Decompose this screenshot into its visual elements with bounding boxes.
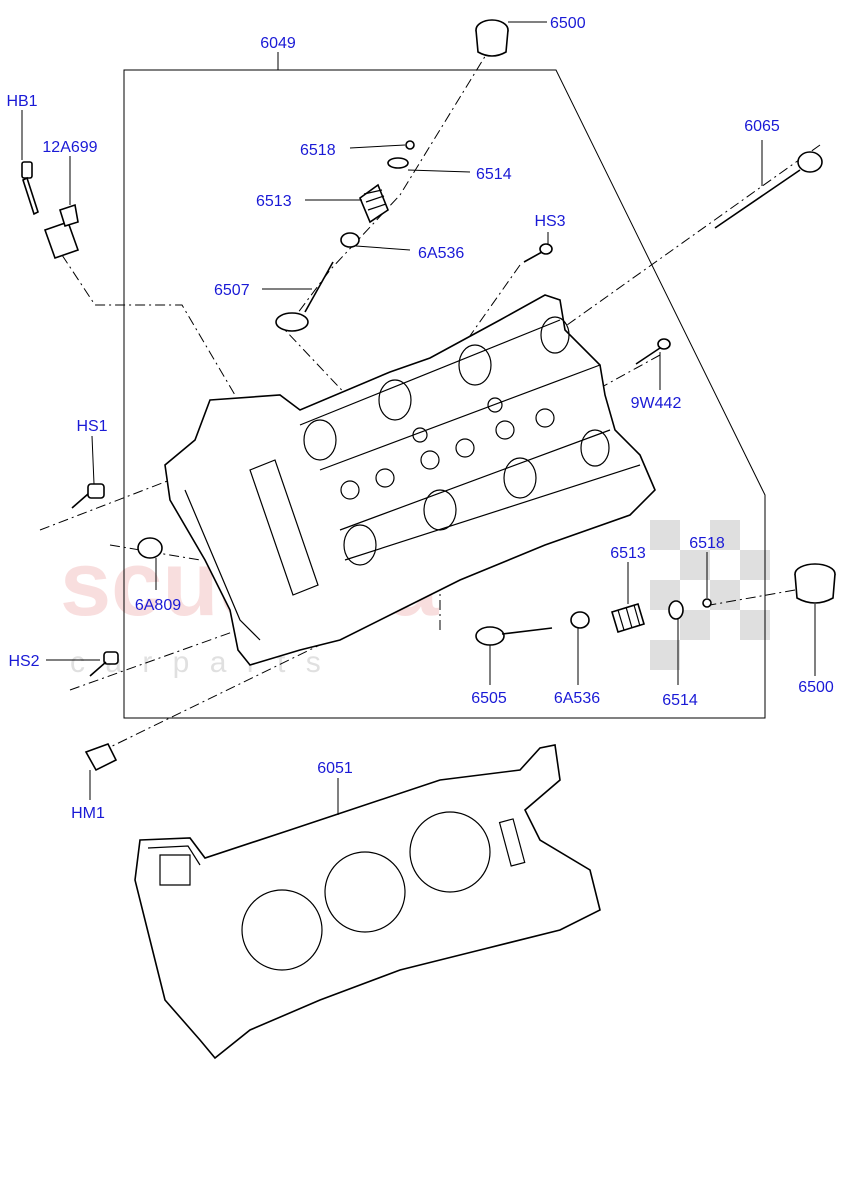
callout-6065: 6065 (744, 118, 780, 135)
callout-6513-bottom: 6513 (610, 545, 646, 562)
callout-HM1: HM1 (71, 805, 105, 822)
callout-6A536-bottom: 6A536 (554, 690, 600, 707)
callout-6A536-top: 6A536 (418, 245, 464, 262)
bolt-HS1 (71, 483, 105, 509)
assembly-frame (123, 69, 766, 719)
spring-6513-top (359, 183, 389, 224)
leader-6518a (349, 144, 406, 149)
callout-6507: 6507 (214, 282, 250, 299)
retainer-6514-top (387, 157, 409, 169)
callout-6051: 6051 (317, 760, 353, 777)
keeper-6518-bottom (702, 598, 712, 608)
head-gasket (134, 744, 601, 1060)
callout-6514-bottom: 6514 (662, 692, 698, 709)
retainer-6514-bottom (668, 600, 684, 620)
tappet-6500-top (475, 19, 509, 57)
callout-6518-top: 6518 (300, 142, 336, 159)
dowel-HM1 (84, 743, 118, 772)
seal-6A536-top (340, 232, 360, 248)
callout-HB1: HB1 (6, 93, 37, 110)
callout-6049: 6049 (260, 35, 296, 52)
leader-6514a (407, 169, 471, 173)
spring-6513-bottom (611, 602, 645, 634)
callout-HS1: HS1 (76, 418, 107, 435)
bracket-12A699 (43, 203, 80, 260)
valve-6505 (475, 626, 553, 646)
cylinder-head (164, 294, 656, 666)
leader-6A536a (355, 245, 411, 251)
bolt-HS3 (523, 243, 553, 263)
port-holes (340, 397, 555, 500)
callout-labels: 6049 6500 HB1 12A699 6518 6514 6513 6A53… (6, 15, 833, 822)
stud-9W442 (635, 338, 671, 365)
callout-6500-top: 6500 (550, 15, 586, 32)
bolt-HB1 (21, 161, 39, 216)
callout-HS2: HS2 (8, 653, 39, 670)
keeper-6518-top (405, 140, 415, 150)
callout-6500-bottom: 6500 (798, 679, 834, 696)
leader-HS1 (91, 435, 95, 485)
tappet-6500-bottom (794, 563, 836, 604)
bolt-6065 (714, 151, 823, 229)
cam-bearings (303, 316, 610, 566)
callout-6518-bottom: 6518 (689, 535, 725, 552)
callout-6514-top: 6514 (476, 166, 512, 183)
bolt-HS2 (89, 651, 119, 677)
callout-6A809: 6A809 (135, 597, 181, 614)
callout-6505: 6505 (471, 690, 507, 707)
callout-HS3: HS3 (534, 213, 565, 230)
callout-6513-top: 6513 (256, 193, 292, 210)
callout-12A699: 12A699 (42, 139, 97, 156)
dowel-6A809 (137, 537, 163, 559)
callout-9W442: 9W442 (631, 395, 682, 412)
valve-6507 (275, 261, 334, 332)
seal-6A536-bottom (570, 611, 590, 629)
